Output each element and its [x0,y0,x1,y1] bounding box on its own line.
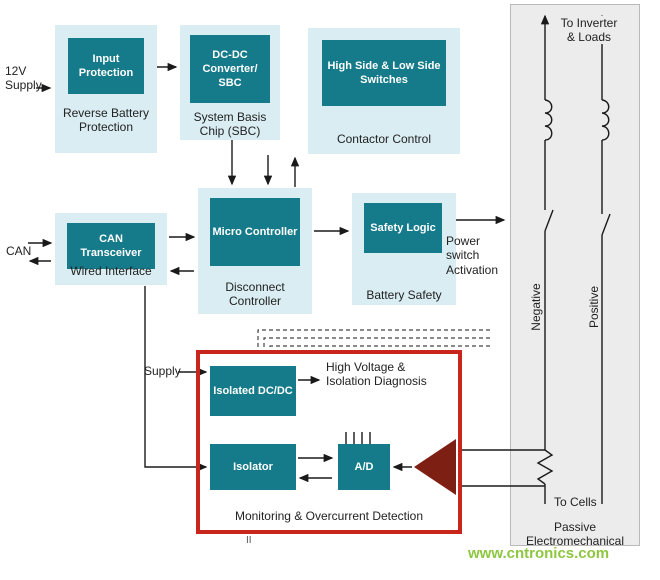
block-input-protection: Input Protection [68,38,144,94]
block-dcdc-sbc: DC-DC Converter/ SBC [190,35,270,103]
monitoring-overcurrent-box [196,350,462,534]
label-to-cells: To Cells [554,495,597,509]
block-can-transceiver: CAN Transceiver [67,223,155,269]
caption-contactor-control: Contactor Control [336,132,432,146]
label-to-inverter-loads: To Inverter & Loads [558,16,620,45]
dashed-bus-2 [263,337,490,350]
label-power-switch-activation: Power switch Activation [446,234,499,277]
caption-disconnect-controller: Disconnect Controller [225,280,285,309]
block-micro-controller: Micro Controller [210,198,300,266]
caption-wired-interface: Wired Interface [70,264,152,278]
label-12v-supply: 12V Supply [5,64,42,93]
watermark: www.cntronics.com [468,545,610,562]
label-negative-rail: Negative [529,283,543,331]
label-high-voltage-isolation-diagnosis: High Voltage & Isolation Diagnosis [326,360,427,389]
caption-passive-electromechanical: Passive Electromechanical [525,520,625,549]
label-positive-rail: Positive [587,285,601,329]
block-safety-logic: Safety Logic [364,203,442,253]
block-isolator: Isolator [210,444,296,490]
tick-mark: II [246,535,252,546]
caption-system-basis-chip: System Basis Chip (SBC) [193,110,267,139]
block-isolated-dcdc: Isolated DC/DC [210,366,296,416]
label-supply: Supply [144,364,181,378]
caption-monitoring-overcurrent: Monitoring & Overcurrent Detection [234,509,424,523]
caption-battery-safety: Battery Safety [366,288,442,302]
caption-reverse-battery-protection: Reverse Battery Protection [62,106,150,135]
label-can: CAN [6,244,32,258]
block-high-low-switches: High Side & Low Side Switches [322,40,446,106]
block-ad-converter: A/D [338,444,390,490]
dashed-bus-1 [257,329,490,350]
